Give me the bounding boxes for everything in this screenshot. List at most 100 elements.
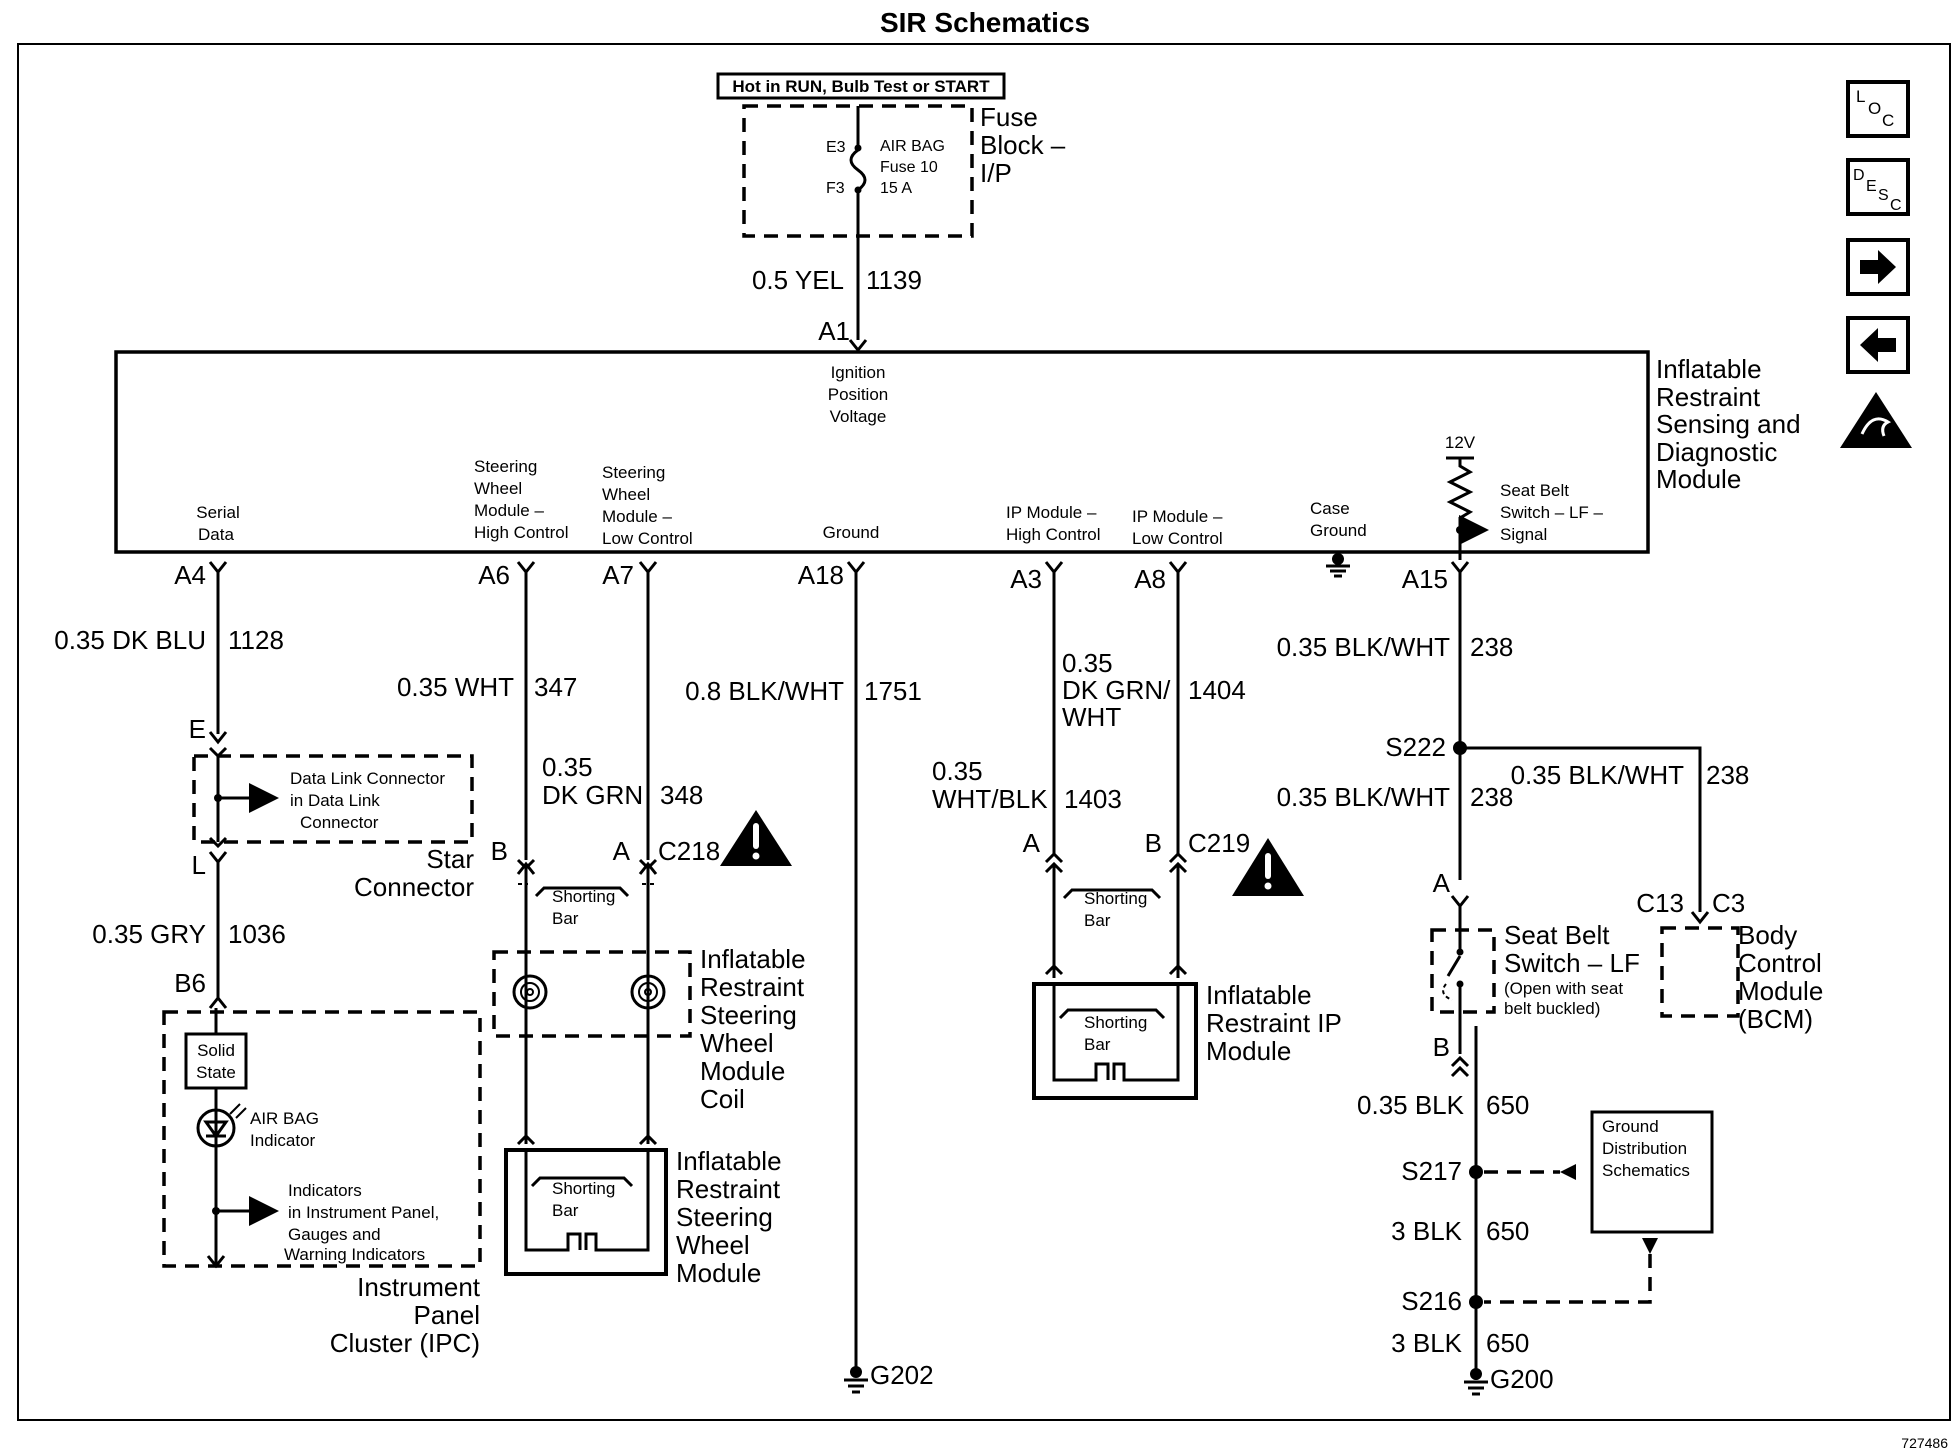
ip-module-label-1: Restraint IP	[1206, 1008, 1342, 1038]
wire-dkgrn-wht-2: WHT	[1062, 702, 1121, 732]
ipc-box	[162, 1010, 482, 1268]
coil-label-5: Coil	[700, 1084, 745, 1114]
pin-c3: C3	[1712, 888, 1745, 918]
ignition-label-0: Ignition	[831, 363, 886, 382]
seatbelt-switch-icon	[1446, 955, 1462, 977]
fuse-block-label-1: Block –	[980, 130, 1066, 160]
ip-module-label-0: Inflatable	[1206, 980, 1312, 1010]
seatbelt-switch-label-1: Switch – LF	[1504, 948, 1640, 978]
shorting-bar-sw-0: Shorting	[552, 1179, 615, 1198]
splice-s222-label: S222	[1385, 732, 1446, 762]
seatbelt-switch-note-1: belt buckled)	[1504, 999, 1600, 1018]
sw-module-label-1: Restraint	[676, 1174, 781, 1204]
fuse-pin-f3: F3	[826, 180, 845, 197]
seatbelt-signal-1: Switch – LF –	[1500, 503, 1604, 522]
circuit-1128: 1128	[228, 625, 284, 655]
shorting-bar-ip-0: Shorting	[1084, 1013, 1147, 1032]
sdm-label-0: Inflatable	[1656, 354, 1762, 384]
pin-b-c219: B	[1145, 828, 1162, 858]
wire-0-5-yel: 0.5 YEL	[752, 265, 844, 295]
airbag-indicator-0: AIR BAG	[250, 1109, 319, 1128]
circuit-348: 348	[660, 780, 703, 810]
ipc-label-2: Cluster (IPC)	[330, 1328, 480, 1358]
svg-text:O: O	[1868, 99, 1881, 118]
pin-c13: C13	[1636, 888, 1684, 918]
coil-label-0: Inflatable	[700, 944, 806, 974]
ipc-label-0: Instrument	[357, 1272, 481, 1302]
solid-state-1: State	[196, 1063, 236, 1082]
star-connector-1: Connector	[354, 872, 474, 902]
label-swm-low-0: Steering	[602, 463, 665, 482]
bcm-label-1: Control	[1738, 948, 1822, 978]
label-swm-low-1: Wheel	[602, 485, 650, 504]
ignition-label-1: Position	[828, 385, 888, 404]
shorting-bar-c218-0: Shorting	[552, 887, 615, 906]
wire-0-35-dkgrn-0: 0.35	[542, 752, 593, 782]
wire-0-35-dk-blu: 0.35 DK BLU	[54, 625, 206, 655]
wire-0-35-blk: 0.35 BLK	[1357, 1090, 1465, 1120]
wire-wht-blk-1: WHT/BLK	[932, 784, 1048, 814]
svg-text:D: D	[1853, 167, 1865, 184]
circuit-650-b: 650	[1486, 1216, 1529, 1246]
sdm-label-3: Diagnostic	[1656, 437, 1777, 467]
label-ip-high-1: High Control	[1006, 525, 1101, 544]
coil-box	[492, 950, 692, 1038]
pin-a-c218: A	[613, 836, 631, 866]
label-swm-high-1: Wheel	[474, 479, 522, 498]
esd-warning-icon[interactable]	[1840, 392, 1912, 448]
next-arrow-icon[interactable]	[1846, 238, 1910, 296]
shorting-bar-c218-1: Bar	[552, 909, 579, 928]
wire-3-blk-a: 3 BLK	[1391, 1216, 1462, 1246]
fuse-line-2: 15 A	[880, 180, 912, 197]
solid-state-0: Solid	[197, 1041, 235, 1060]
v12-label: 12V	[1445, 433, 1476, 452]
sw-module-label-0: Inflatable	[676, 1146, 782, 1176]
dlc-label-2: Connector	[300, 813, 379, 832]
shorting-bar-c218	[534, 886, 630, 898]
pin-l: L	[192, 850, 206, 880]
label-swm-low-3: Low Control	[602, 529, 693, 548]
steering-module-box	[504, 1148, 668, 1276]
indicators-3: Warning Indicators	[284, 1245, 425, 1264]
wire-238-b: 0.35 BLK/WHT	[1277, 782, 1451, 812]
ground-g200-icon	[1464, 1380, 1488, 1396]
fuse-line-0: AIR BAG	[880, 138, 945, 155]
diagram-frame	[17, 43, 1951, 1421]
ground-distribution-box[interactable]	[1590, 1110, 1714, 1234]
bcm-label-2: Module	[1738, 976, 1823, 1006]
circuit-650-c: 650	[1486, 1328, 1529, 1358]
sw-module-label-2: Steering	[676, 1202, 773, 1232]
airbag-indicator-1: Indicator	[250, 1131, 316, 1150]
coil-label-1: Restraint	[700, 972, 805, 1002]
seatbelt-signal-2: Signal	[1500, 525, 1547, 544]
splice-s216-label: S216	[1401, 1286, 1462, 1316]
pin-b-seatbelt: B	[1433, 1032, 1450, 1062]
ip-module-label-2: Module	[1206, 1036, 1291, 1066]
label-ip-low-1: Low Control	[1132, 529, 1223, 548]
pin-a-c219: A	[1023, 828, 1041, 858]
wire-238-a: 0.35 BLK/WHT	[1277, 632, 1451, 662]
wire-3-blk-b: 3 BLK	[1391, 1328, 1462, 1358]
prev-arrow-icon[interactable]	[1846, 316, 1910, 374]
gds-label-1: Distribution	[1602, 1139, 1687, 1158]
label-case-ground-0: Case	[1310, 499, 1350, 518]
wire-wht-blk-0: 0.35	[932, 756, 983, 786]
circuit-1403: 1403	[1064, 784, 1122, 814]
pullup-resistor	[1446, 458, 1474, 560]
fuse-line-1: Fuse 10	[880, 159, 938, 176]
ground-g200: G200	[1490, 1364, 1554, 1394]
circuit-1036: 1036	[228, 919, 286, 949]
loc-icon[interactable]: LOC	[1846, 80, 1910, 138]
pin-a4: A4	[174, 560, 206, 590]
ground-g202: G202	[870, 1360, 934, 1390]
connector-c218: C218	[658, 836, 720, 866]
svg-text:E: E	[1866, 178, 1877, 195]
pin-a3: A3	[1010, 564, 1042, 594]
pin-a15: A15	[1402, 564, 1448, 594]
ip-module-box	[1032, 982, 1198, 1100]
star-connector-0: Star	[426, 844, 474, 874]
gds-label-2: Schematics	[1602, 1161, 1690, 1180]
pin-a-seatbelt: A	[1433, 868, 1451, 898]
